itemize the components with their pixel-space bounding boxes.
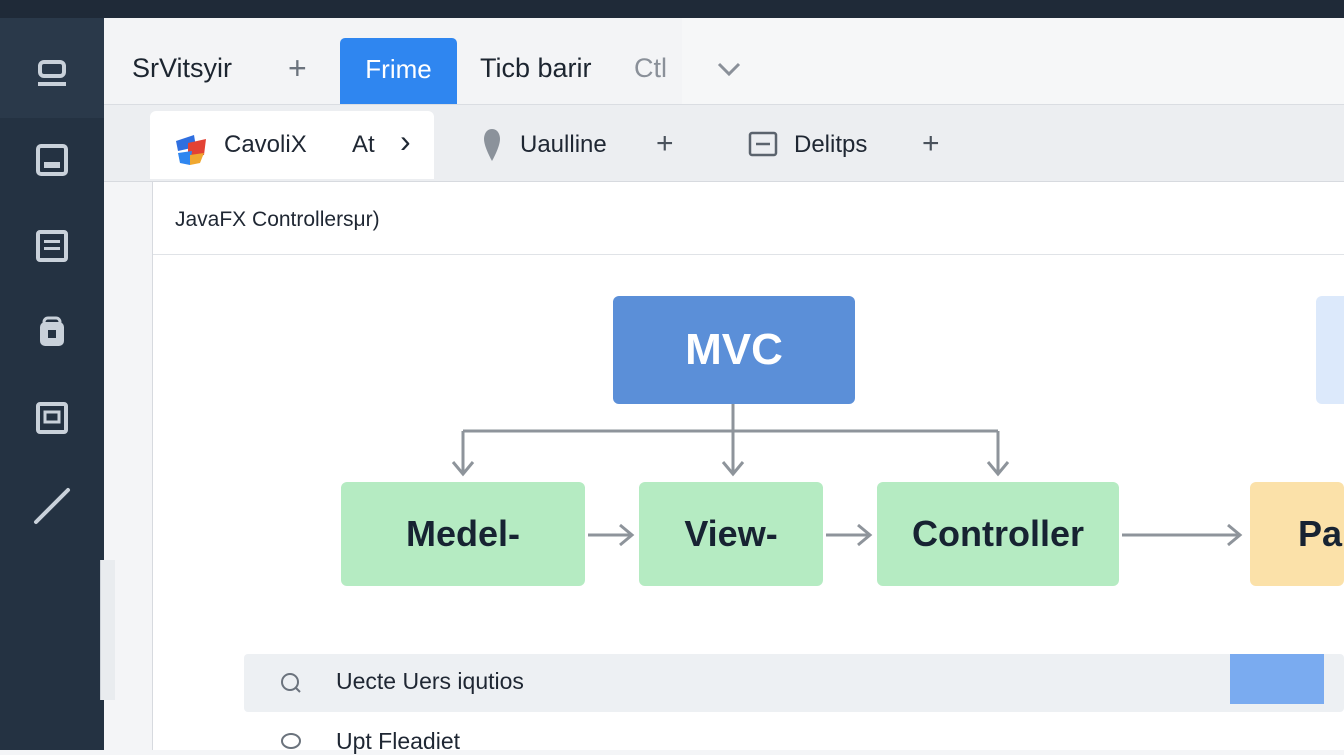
tab-cavolix-suffix: At [352,131,375,158]
sidebar-resize-handle[interactable] [100,560,115,700]
file-icon [748,131,778,157]
add-tab-button[interactable]: + [288,50,307,86]
model-node[interactable]: Medel- [341,482,585,586]
tab-cavolix-label: CavoliX [224,131,307,158]
app-logo-icon [176,135,206,165]
frame-icon[interactable] [30,396,74,440]
lock-icon[interactable] [30,310,74,354]
breadcrumb: JavaFX Controllersμr) [175,208,380,231]
title-bar: SrVitsyir + Frime Ticb barir Ctl [104,18,1344,105]
list-item[interactable]: Uecte Uers iqutios [244,654,1344,712]
controller-node[interactable]: Controller [877,482,1119,586]
sidebar-header [0,18,104,118]
partial-node-top[interactable] [1316,296,1344,404]
radio-icon[interactable] [280,732,302,750]
window-top-strip [0,0,1344,18]
breadcrumb-bar: JavaFX Controllersμr) [153,182,1344,255]
save-icon[interactable] [30,138,74,182]
tab-uaulline-label[interactable]: Uaulline [520,131,607,158]
chevron-right-icon[interactable]: › [400,123,411,159]
line-tool-icon[interactable] [30,482,74,526]
tab-delitps-add-button[interactable]: + [922,127,940,160]
sidebar [0,18,104,750]
tab-frime[interactable]: Frime [340,38,457,104]
partial-node-right[interactable]: Pa [1250,482,1344,586]
list-item-label-2: Upt Fleadiet [336,728,461,754]
pin-icon [484,129,500,161]
tab-delitps-label[interactable]: Delitps [794,131,868,158]
title-bar-right-panel [682,18,1344,104]
tab-ctl[interactable]: Ctl [634,53,667,83]
editor-tab-strip: CavoliX At › Uaulline + Delitps + [104,105,1344,182]
document-list-icon[interactable] [30,224,74,268]
tab-srvitsyir[interactable]: SrVitsyir [132,53,233,83]
mvc-node[interactable]: MVC [613,296,855,404]
monitor-icon[interactable] [30,52,74,96]
view-node[interactable]: View- [639,482,823,586]
tab-cavolix[interactable]: CavoliX At › [150,111,434,179]
chevron-down-icon[interactable] [716,18,742,104]
tab-uaulline-add-button[interactable]: + [656,127,674,160]
list-action-button[interactable] [1230,654,1324,704]
tab-ticb-barir[interactable]: Ticb barir [480,53,592,83]
search-icon [281,673,301,693]
list-item-label: Uecte Uers iqutios [336,668,524,694]
